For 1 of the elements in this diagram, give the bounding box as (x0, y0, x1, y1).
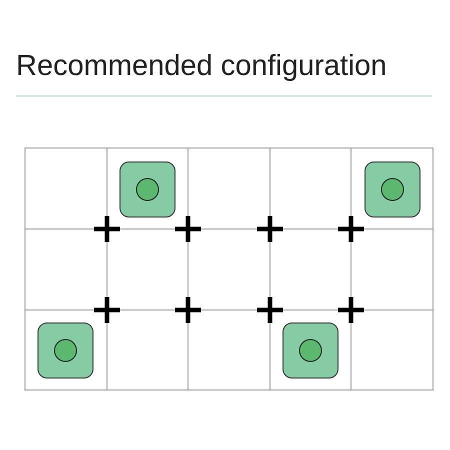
title: Recommended configuration (16, 52, 387, 81)
